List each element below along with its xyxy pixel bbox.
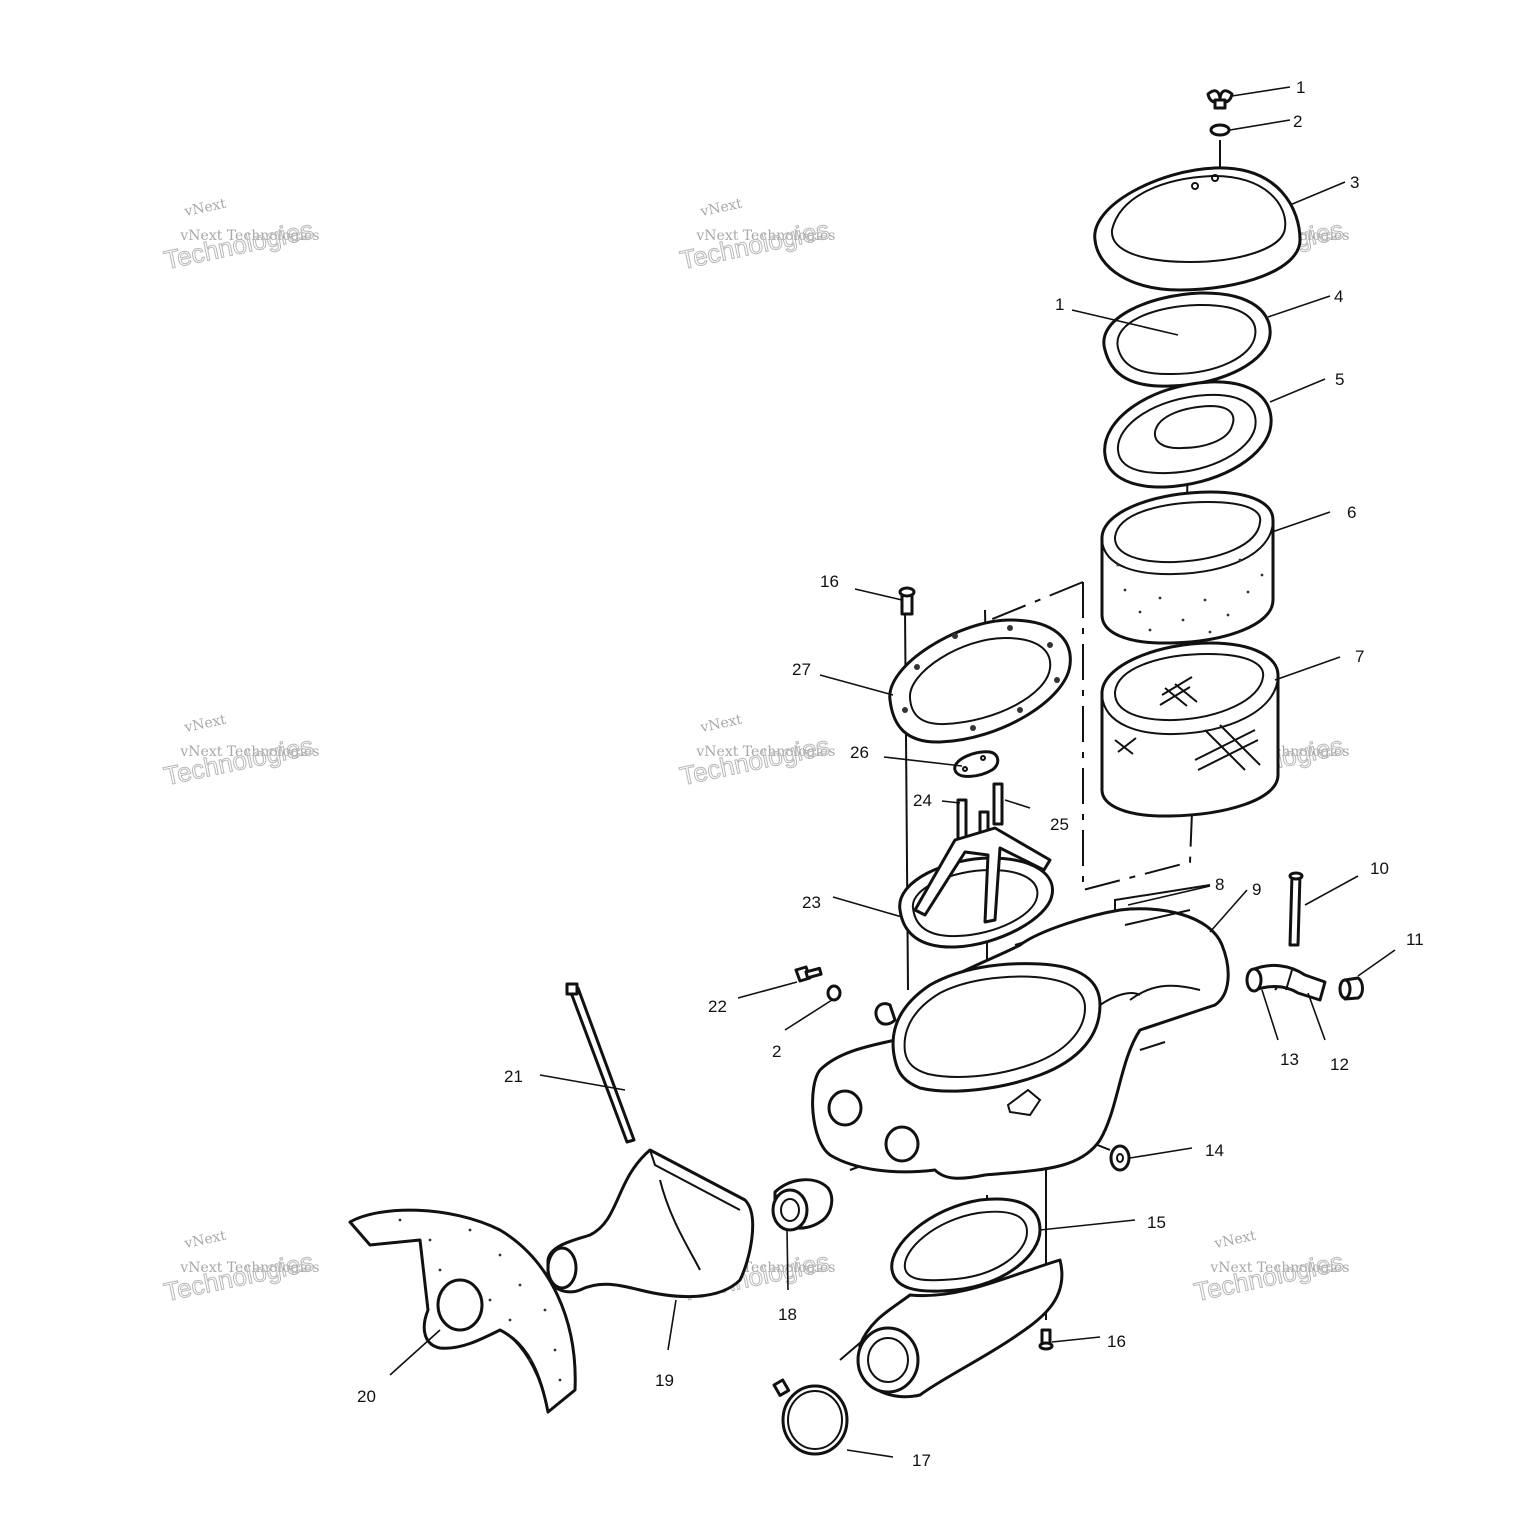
part-22-bolt [794, 965, 823, 983]
watermark-big: Technologies [677, 730, 832, 791]
callout-3: 3 [1350, 173, 1359, 192]
part-27-gasket-plate [888, 618, 1072, 744]
dashed-assembly-line [989, 581, 1084, 621]
part-1-wing-nut [1206, 89, 1234, 110]
part-19-intake-boot [546, 1148, 755, 1298]
callout-17: 17 [912, 1451, 931, 1470]
watermark-big: Technologies [1191, 1246, 1346, 1307]
watermark: vNext vNext Technologies Technologies [161, 712, 320, 792]
part-6-foam-filter [1100, 490, 1275, 645]
callout-10: 10 [1370, 859, 1389, 878]
callout-15: 15 [1147, 1213, 1166, 1232]
callout-25: 25 [1050, 815, 1069, 834]
part-16-screw [898, 586, 916, 616]
part-3-cover [1093, 166, 1302, 292]
callout-8: 8 [1215, 875, 1224, 894]
callout-20: 20 [357, 1387, 376, 1406]
watermark-small: vNext Technologies [695, 744, 835, 760]
callout-2-lower: 2 [772, 1042, 781, 1061]
part-17-clamp [772, 1378, 849, 1456]
callout-21: 21 [504, 1067, 523, 1086]
callout-23: 23 [802, 893, 821, 912]
watermark: vNext vNext Technologies Technologies [161, 196, 320, 276]
watermark-big: Technologies [161, 1246, 316, 1307]
part-11-cap [1338, 976, 1364, 1001]
callout-9: 9 [1252, 880, 1261, 899]
watermark-small: vNext Technologies [1209, 1260, 1349, 1276]
callout-1-inner: 1 [1055, 295, 1064, 314]
callout-5: 5 [1335, 370, 1344, 389]
watermark-top: vNext [1212, 1228, 1258, 1253]
callout-11: 11 [1406, 930, 1424, 949]
callout-18: 18 [778, 1305, 797, 1324]
part-9-air-box [811, 907, 1230, 1180]
part-2-washer-lower [826, 984, 842, 1002]
part-23-bracket [898, 826, 1054, 949]
part-21-long-bolt [565, 982, 636, 1144]
callout-1: 1 [1296, 78, 1305, 97]
part-18-coupler [771, 1178, 834, 1232]
part-14-grommet [1109, 1144, 1131, 1172]
watermark-small: vNext Technologies [695, 228, 835, 244]
part-16-screw-lower [1038, 1328, 1054, 1351]
callout-4: 4 [1334, 287, 1343, 306]
watermark-big: Technologies [677, 214, 832, 275]
part-15-duct [856, 1197, 1064, 1399]
watermark-small: vNext Technologies [179, 1260, 319, 1276]
leader-lines [389, 86, 1396, 1458]
watermark-top: vNext [698, 712, 744, 737]
callout-22: 22 [708, 997, 727, 1016]
watermark: vNext vNext Technologies Technologies [1191, 1228, 1350, 1308]
dashed-assembly-line [1082, 582, 1193, 892]
watermark-top: vNext [182, 196, 228, 221]
part-12-hose [1245, 963, 1327, 1002]
part-10-strap [1288, 871, 1304, 947]
watermark-small: vNext Technologies [179, 228, 319, 244]
callout-7: 7 [1355, 647, 1364, 666]
watermark-big: Technologies [161, 730, 316, 791]
callout-27: 27 [792, 660, 811, 679]
part-2-washer [1209, 123, 1231, 137]
callouts: 1 2 3 1 4 5 6 7 8 9 10 11 12 13 14 15 16… [357, 78, 1424, 1470]
watermark: vNext vNext Technologies Technologies [161, 1228, 320, 1308]
callout-12: 12 [1330, 1055, 1349, 1074]
watermark-big: Technologies [161, 214, 316, 275]
watermark: vNext vNext Technologies Technologies [677, 196, 836, 276]
part-20-shield [348, 1208, 577, 1414]
watermark-small: vNext Technologies [179, 744, 319, 760]
part-4-gasket [1102, 291, 1272, 388]
watermark-top: vNext [182, 1228, 228, 1253]
callout-6: 6 [1347, 503, 1356, 522]
watermark: vNext vNext Technologies Technologies [677, 712, 836, 792]
part-5-prefilter [1103, 380, 1273, 489]
callout-16: 16 [820, 572, 839, 591]
callout-26: 26 [850, 743, 869, 762]
watermark-top: vNext [182, 712, 228, 737]
callout-16-lower: 16 [1107, 1332, 1126, 1351]
callout-19: 19 [655, 1371, 674, 1390]
part-24-stud [956, 798, 968, 842]
callout-24: 24 [913, 791, 932, 810]
callout-13: 13 [1280, 1050, 1299, 1069]
callout-2: 2 [1293, 112, 1302, 131]
callout-14: 14 [1205, 1141, 1224, 1160]
part-7-paper-filter [1100, 641, 1280, 818]
part-26-plate [953, 750, 1000, 778]
watermark-top: vNext [698, 196, 744, 221]
